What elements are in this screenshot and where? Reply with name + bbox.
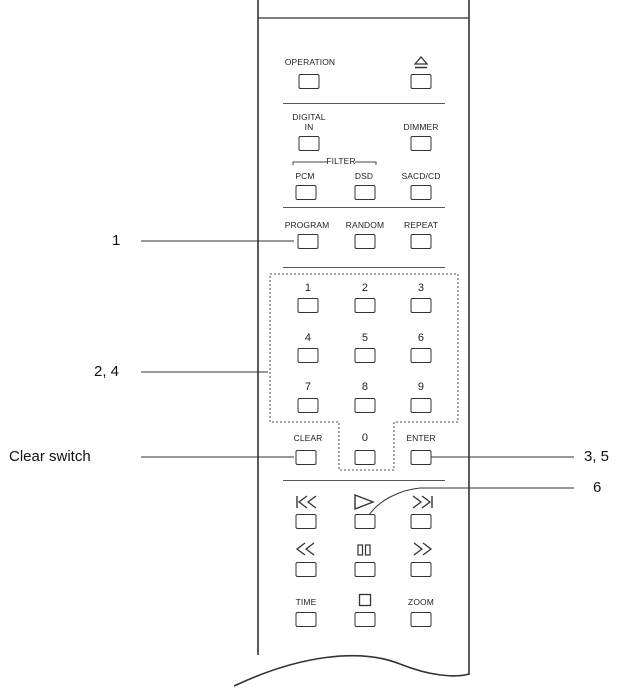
callout-clear-switch-label: Clear switch [9,448,91,465]
digital-in-button[interactable] [298,136,320,151]
digit-1-button[interactable] [297,298,319,313]
callout-6-label: 6 [593,479,602,496]
digit-8-button[interactable] [354,398,376,413]
digit-4-label: 4 [304,332,312,344]
rewind-icon [295,542,315,556]
skip-back-icon [296,495,317,509]
divider-1 [283,103,445,105]
digit-6-label: 6 [417,332,425,344]
digit-3-label: 3 [417,282,425,294]
digit-6-button[interactable] [410,348,432,363]
digit-0-button[interactable] [354,450,376,465]
rewind-button[interactable] [295,562,317,577]
digit-8-label: 8 [361,381,369,393]
digit-9-button[interactable] [410,398,432,413]
repeat-button[interactable] [410,234,432,249]
skip-forward-button[interactable] [410,514,432,529]
operation-button[interactable] [298,74,320,89]
remote-wave-bottom [233,654,470,687]
dsd-label: DSD [354,171,374,181]
filter-label: FILTER [326,156,356,166]
digital-in-label: DIGITAL IN [292,112,326,132]
callout-1-label: 1 [112,232,121,249]
clear-button[interactable] [295,450,317,465]
enter-button[interactable] [410,450,432,465]
clear-label: CLEAR [293,433,323,443]
digit-7-label: 7 [304,381,312,393]
divider-3 [283,267,445,269]
digit-5-button[interactable] [354,348,376,363]
pause-icon [357,544,371,556]
skip-back-button[interactable] [295,514,317,529]
callout-2-4-label: 2, 4 [94,363,120,380]
sacd-cd-label: SACD/CD [401,171,441,181]
digit-9-label: 9 [417,381,425,393]
sacd-cd-button[interactable] [410,185,432,200]
dimmer-label: DIMMER [403,122,439,132]
callout-3-5-label: 3, 5 [584,448,610,465]
zoom-label: ZOOM [408,597,434,607]
fast-forward-icon [413,542,433,556]
digit-7-button[interactable] [297,398,319,413]
play-button[interactable] [354,514,376,529]
digit-2-button[interactable] [354,298,376,313]
stop-icon [358,593,372,607]
filter-bracket [292,161,377,165]
divider-4 [283,480,445,482]
time-label: TIME [295,597,317,607]
digit-5-label: 5 [361,332,369,344]
pause-button[interactable] [354,562,376,577]
time-button[interactable] [295,612,317,627]
pcm-label: PCM [295,171,315,181]
digit-2-label: 2 [361,282,369,294]
zoom-button[interactable] [410,612,432,627]
fast-forward-button[interactable] [410,562,432,577]
repeat-label: REPEAT [404,220,438,230]
program-label: PROGRAM [284,220,330,230]
dsd-button[interactable] [354,185,376,200]
digit-3-button[interactable] [410,298,432,313]
skip-forward-icon [412,495,433,509]
random-button[interactable] [354,234,376,249]
operation-label: OPERATION [284,57,336,67]
enter-label: ENTER [406,433,436,443]
eject-icon [413,56,429,69]
digit-4-button[interactable] [297,348,319,363]
play-icon [354,493,375,511]
random-label: RANDOM [345,220,385,230]
pcm-button[interactable] [295,185,317,200]
digit-0-label: 0 [361,432,369,444]
program-button[interactable] [297,234,319,249]
digit-1-label: 1 [304,282,312,294]
eject-button[interactable] [410,74,432,89]
stop-button[interactable] [354,612,376,627]
callout-line-6 [366,487,574,519]
keypad-dotted-frame [269,273,459,471]
dimmer-button[interactable] [410,136,432,151]
divider-2 [283,207,445,209]
